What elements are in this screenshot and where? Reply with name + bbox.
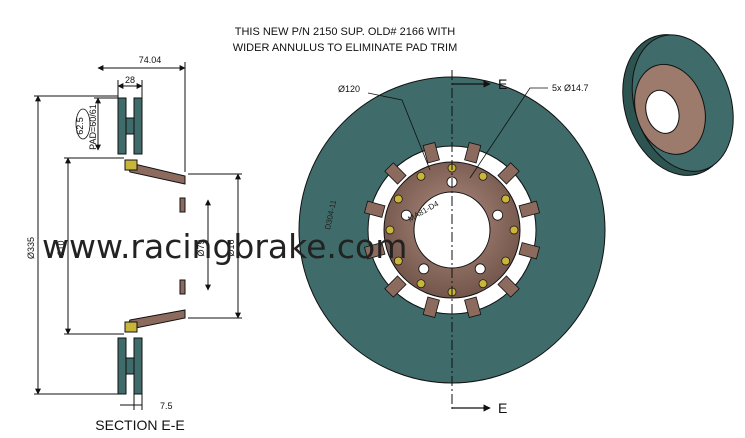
upper-ring-left (117, 97, 127, 155)
dim-7404: 74.04 (139, 55, 162, 65)
section-title: SECTION E-E (95, 417, 184, 433)
bolt-hole (393, 256, 403, 266)
bolt-hole (501, 256, 511, 266)
section-view (34, 62, 242, 410)
bolt-hole (501, 194, 511, 204)
upper-bolt (124, 159, 138, 171)
rotor-tab (422, 296, 440, 319)
rotor-tab (497, 162, 520, 185)
upper-vane (125, 117, 135, 135)
upper-ring-right (133, 97, 143, 155)
rotor-tab (384, 162, 407, 185)
bolt-hole (478, 171, 488, 181)
stud-hole (418, 263, 430, 275)
bolt-hole (478, 279, 488, 289)
front-view (298, 70, 606, 412)
title-line-1: THIS NEW P/N 2150 SUP. OLD# 2166 WITH (235, 26, 456, 38)
dim-16x: Ø16 (226, 239, 236, 256)
dim-75: 7.5 (160, 401, 173, 411)
rotor-tab (422, 141, 440, 164)
lower-ring-right (133, 337, 143, 395)
holes-callout: 5x Ø14.7 (552, 83, 589, 93)
section-mark-bottom: E (498, 400, 507, 416)
stud-hole (492, 209, 504, 221)
dim-210: 210 (56, 240, 66, 255)
stud-holes (400, 176, 504, 275)
dia-120: Ø120 (338, 84, 360, 94)
bolt-hole (393, 194, 403, 204)
bolt-hole (509, 225, 519, 235)
stud-hole (400, 209, 412, 221)
rotor-tab (464, 141, 482, 164)
iso-bore (645, 89, 680, 134)
holes-leader (469, 87, 548, 179)
rotor-tab (363, 242, 386, 260)
bolt-hole (416, 279, 426, 289)
lower-bolt (124, 321, 138, 333)
dim-625-balloon (75, 108, 91, 140)
title-line-2: WIDER ANNULUS TO ELIMINATE PAD TRIM (233, 42, 458, 54)
rotor-tab (497, 275, 520, 298)
lower-hub-lip (179, 279, 186, 295)
section-mark-top: E (498, 76, 507, 92)
dim-335: Ø335 (26, 237, 36, 259)
rotor-tab (384, 275, 407, 298)
iso-view (622, 34, 734, 176)
dim-pad: PAD=60/61 (88, 104, 98, 150)
dim-625: 62.5 (75, 117, 85, 135)
dia-120-leader (367, 92, 431, 171)
watermark: www.racingbrake.com (42, 227, 407, 266)
bolt-hole (385, 225, 395, 235)
rotor-tab (464, 296, 482, 319)
rotor-tabs (363, 141, 541, 319)
rotor-tab (518, 242, 541, 260)
rotor-tab (363, 200, 386, 218)
dim-28: 28 (125, 75, 135, 85)
lower-vane (125, 357, 135, 375)
lower-ring-left (117, 337, 127, 395)
stud-hole (474, 263, 486, 275)
upper-hub-lip (179, 197, 186, 213)
dim-79: Ø79 (196, 239, 206, 256)
rotor-tab (518, 200, 541, 218)
bolt-hole (416, 171, 426, 181)
